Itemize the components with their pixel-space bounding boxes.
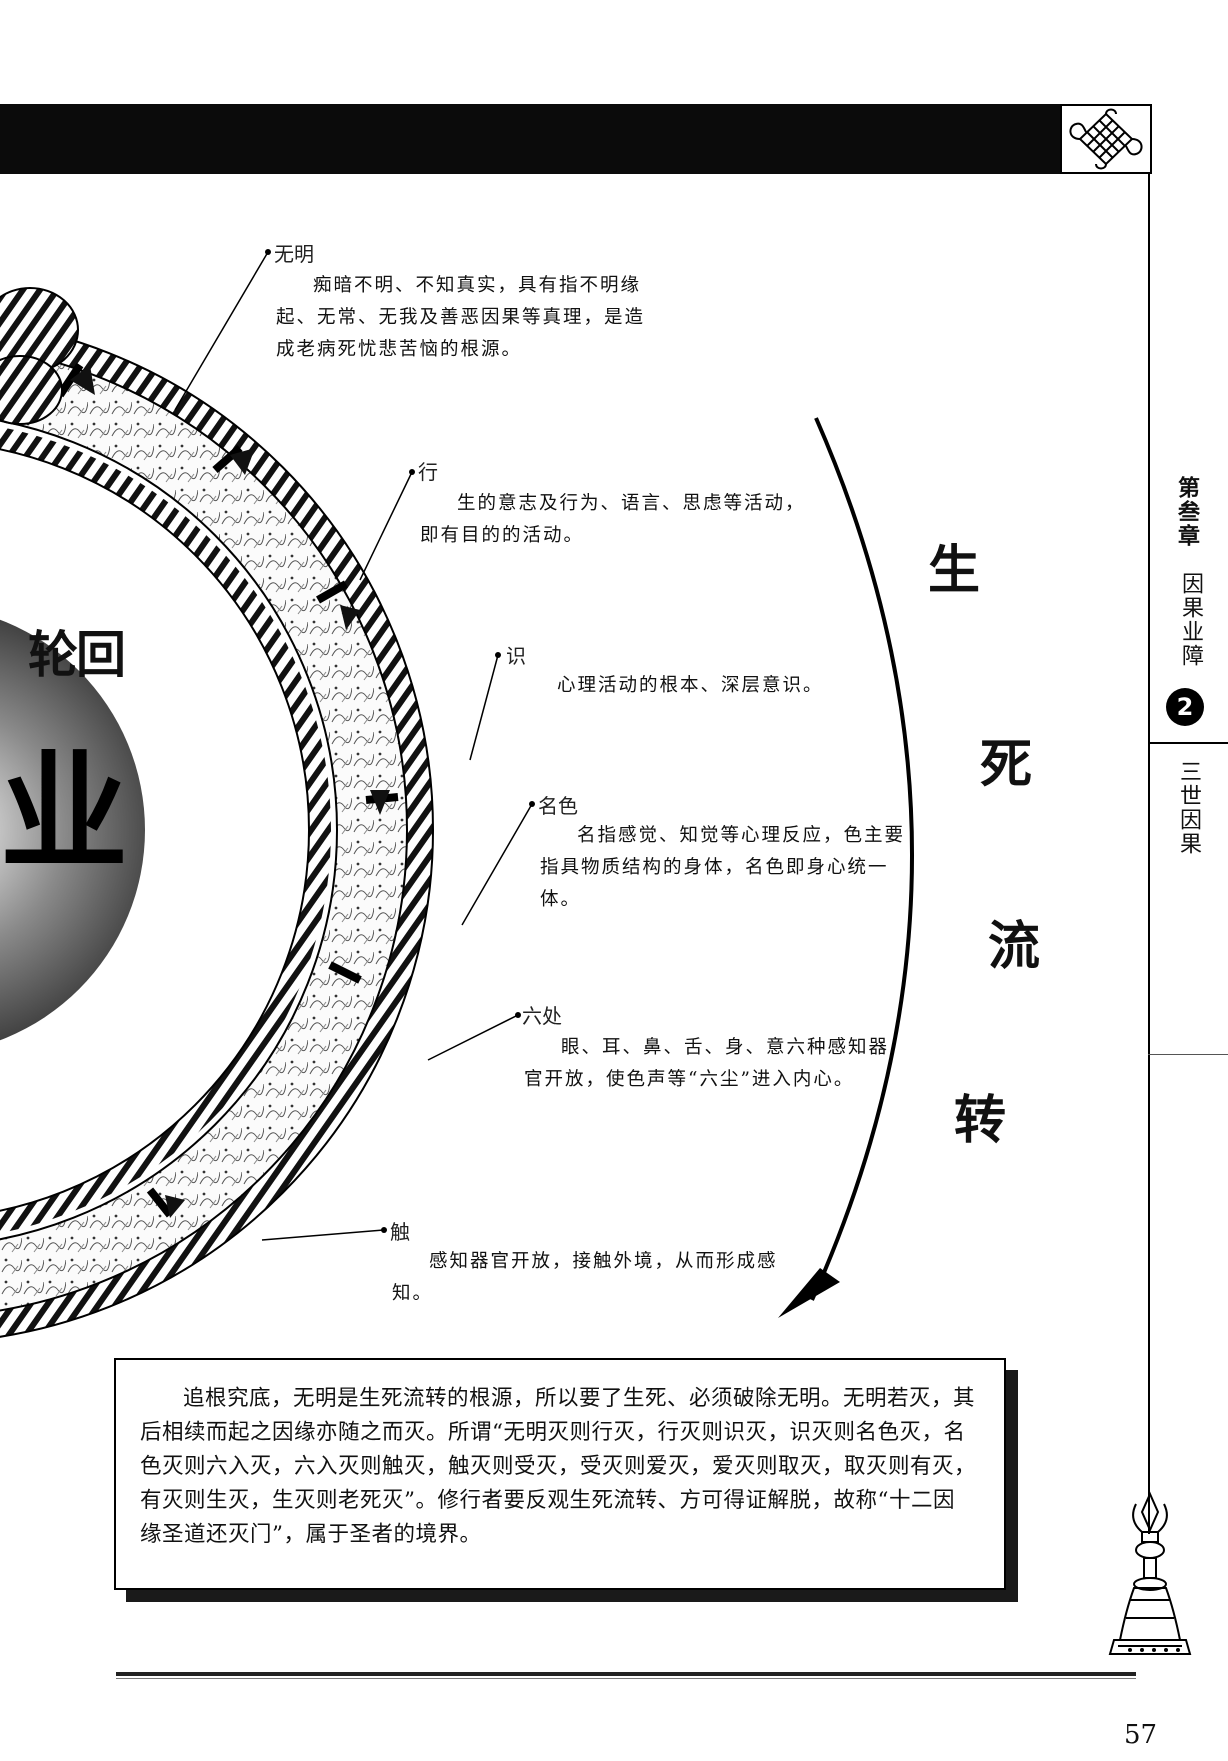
flow-title-char-3: 流: [988, 916, 1041, 977]
wheel-illustration: [0, 287, 434, 1338]
wheel-hub: [0, 619, 145, 1041]
sidebar-chapter-title: 因果业障: [1178, 572, 1203, 668]
footer-rule-thin: [116, 1678, 1136, 1679]
flow-title-char-1: 生: [928, 540, 981, 601]
wheel-label: 轮回: [28, 626, 126, 684]
term-shi: 识: [506, 644, 526, 668]
wheel-center-char: 业: [0, 739, 129, 888]
desc-xing: 生的意志及行为、语言、思虑等活动，即有目的的活动。: [420, 493, 806, 546]
term-xing: 行: [418, 460, 438, 484]
page-number: 57: [1124, 1720, 1158, 1750]
vajra-bell-icon: [1090, 1490, 1210, 1674]
term-mingse: 名色: [538, 794, 578, 818]
flow-title-char-2: 死: [980, 734, 1033, 795]
term-chu: 触: [390, 1220, 410, 1244]
summary-text: 追根究底，无明是生死流转的根源，所以要了生死、必须破除无明。无明若灭，其后相续而…: [140, 1386, 977, 1547]
sidebar-section-title: 三世因果: [1176, 760, 1201, 856]
term-liuchu: 六处: [522, 1004, 562, 1028]
sidebar-divider: [1148, 742, 1228, 744]
footer-rule: [116, 1672, 1136, 1676]
desc-liuchu: 眼、耳、鼻、舌、身、意六种感知器官开放，使色声等“六尘”进入内心。: [524, 1037, 890, 1090]
sidebar-rule: [1148, 174, 1150, 1534]
desc-wuming: 痴暗不明、不知真实，具有指不明缘起、无常、无我及善恶因果等真理，是造成老病死忧悲…: [276, 275, 646, 360]
desc-chu: 感知器官开放，接触外境，从而形成感知。: [392, 1251, 778, 1304]
section-number-badge: 2: [1166, 688, 1204, 726]
endless-knot-icon: [1060, 104, 1152, 174]
header-band: [0, 104, 1060, 174]
sidebar-divider-2: [1148, 1054, 1228, 1055]
term-wuming: 无明: [274, 242, 314, 266]
flow-title-char-4: 转: [954, 1090, 1007, 1151]
desc-mingse: 名指感觉、知觉等心理反应，色主要指具物质结构的身体，名色即身心统一体。: [540, 825, 906, 910]
desc-shi: 心理活动的根本、深层意识。: [557, 675, 824, 696]
sidebar-chapter: 第叁章: [1174, 476, 1199, 548]
summary-box: 追根究底，无明是生死流转的根源，所以要了生死、必须破除无明。无明若灭，其后相续而…: [114, 1358, 1006, 1590]
